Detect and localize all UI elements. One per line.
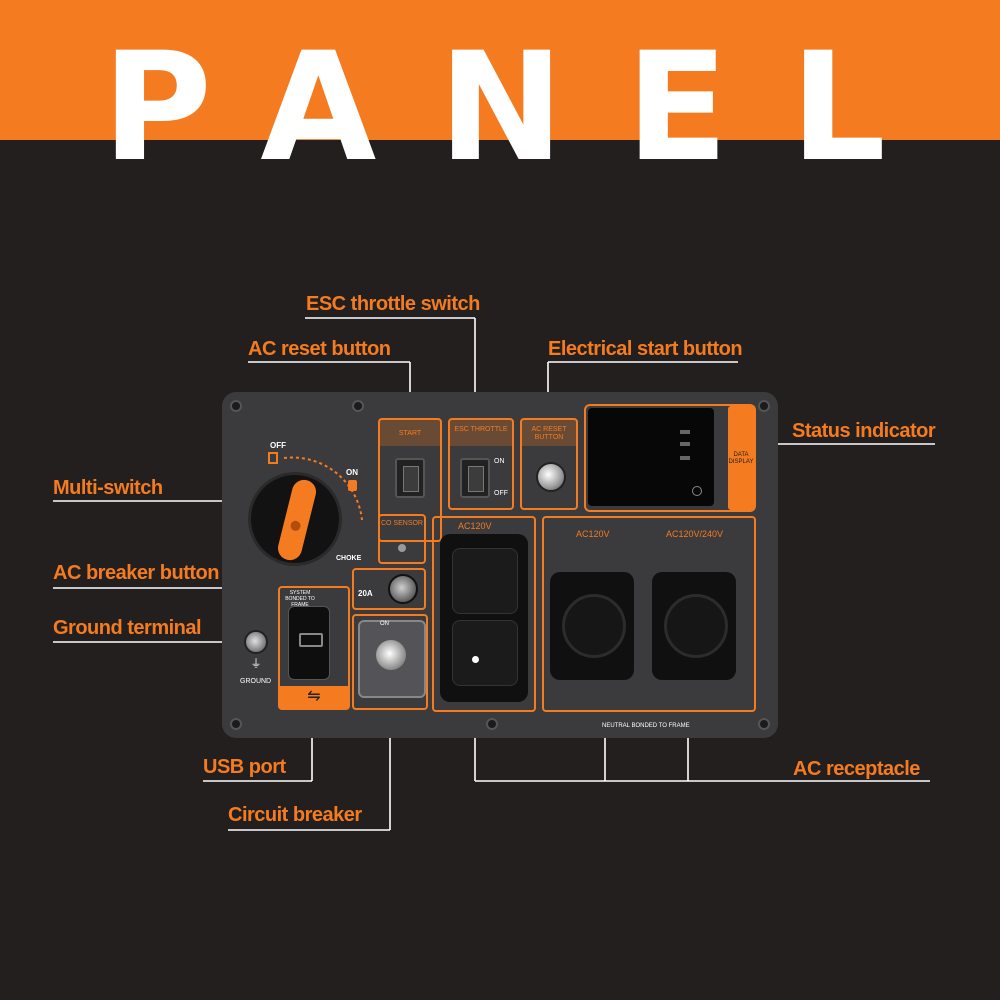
callout-status-indicator: Status indicator bbox=[792, 420, 936, 442]
esc-throttle-switch[interactable] bbox=[460, 458, 490, 498]
ac120v-label: AC120V bbox=[576, 529, 610, 539]
usb-port-box bbox=[278, 586, 350, 710]
screw bbox=[758, 400, 770, 412]
usb-icon: ⇋ bbox=[307, 688, 321, 705]
callout-ground-terminal: Ground terminal bbox=[53, 617, 202, 639]
callout-multi-switch: Multi-switch bbox=[53, 477, 163, 499]
screw bbox=[758, 718, 770, 730]
duplex-voltage-label: AC120V bbox=[458, 521, 492, 531]
breaker-on-label: ON bbox=[380, 621, 389, 627]
fuel-icon bbox=[268, 452, 278, 464]
co-sensor-label: CO SENSOR bbox=[380, 520, 423, 527]
screw bbox=[230, 400, 242, 412]
outlet-lower[interactable] bbox=[452, 620, 518, 686]
multi-switch-knob[interactable] bbox=[248, 472, 342, 566]
esc-off-label: OFF bbox=[494, 490, 508, 497]
esc-on-label: ON bbox=[494, 458, 505, 465]
screw bbox=[486, 718, 498, 730]
twist-lock-box bbox=[542, 516, 756, 712]
ac-reset-box bbox=[520, 418, 578, 510]
start-switch[interactable] bbox=[395, 458, 425, 498]
callout-circuit-breaker: Circuit breaker bbox=[228, 804, 362, 826]
breaker-amps-label: 20A bbox=[358, 589, 373, 598]
screw bbox=[352, 400, 364, 412]
usb-port[interactable] bbox=[288, 606, 330, 680]
start-label: START bbox=[398, 430, 422, 437]
ac-reset-label: AC RESET BUTTON bbox=[531, 426, 567, 441]
callout-usb-port: USB port bbox=[203, 756, 286, 778]
ac-reset-button[interactable] bbox=[536, 462, 566, 492]
status-indicator-frame bbox=[584, 404, 756, 512]
multi-switch-off-label: OFF bbox=[270, 441, 286, 450]
duplex-receptacle-box bbox=[432, 516, 536, 712]
ac-breaker-button[interactable] bbox=[388, 574, 418, 604]
data-display-label: DATA DISPLAY bbox=[728, 452, 754, 465]
co-sensor-light bbox=[398, 544, 406, 552]
ground-terminal[interactable] bbox=[244, 630, 268, 654]
page-title: PANEL bbox=[102, 21, 948, 195]
screw bbox=[230, 718, 242, 730]
usb-header-label: SYSTEM BONDED TO FRAME bbox=[285, 590, 315, 608]
start-switch-box bbox=[378, 418, 442, 542]
data-display-strip bbox=[728, 406, 754, 510]
receptacle-120-240v[interactable] bbox=[652, 572, 736, 680]
ground-symbol-icon: ⏚ bbox=[250, 658, 262, 670]
circuit-breaker[interactable] bbox=[358, 620, 426, 698]
esc-throttle-box bbox=[448, 418, 514, 510]
callout-ac-receptacle: AC receptacle bbox=[793, 758, 920, 780]
neutral-bonded-label: NEUTRAL BONDED TO FRAME bbox=[602, 723, 690, 729]
multi-switch-on-label: ON bbox=[346, 468, 358, 477]
callout-ac-reset-button: AC reset button bbox=[248, 338, 391, 360]
multi-switch-choke-label: CHOKE bbox=[336, 555, 362, 562]
twist-lock-icon bbox=[664, 594, 728, 658]
ac-breaker-box bbox=[352, 568, 426, 610]
title-banner bbox=[0, 0, 1000, 140]
duplex-receptacle-cover[interactable] bbox=[440, 534, 528, 702]
receptacle-120v[interactable] bbox=[550, 572, 634, 680]
data-display-screen bbox=[588, 408, 714, 506]
outlet-upper[interactable] bbox=[452, 548, 518, 614]
co-sensor-box bbox=[378, 514, 426, 564]
generator-control-panel: OFF ON CHOKE START ESC THROTTLE ON OFF A… bbox=[222, 392, 778, 738]
circuit-breaker-box bbox=[352, 614, 428, 710]
oil-icon bbox=[348, 480, 357, 491]
callout-esc-throttle-switch: ESC throttle switch bbox=[306, 293, 480, 315]
multi-switch-arc bbox=[283, 456, 363, 521]
ground-label: GROUND bbox=[240, 678, 272, 685]
ac120-240v-label: AC120V/240V bbox=[666, 529, 724, 539]
callout-electrical-start-button: Electrical start button bbox=[548, 338, 743, 360]
callout-ac-breaker-button: AC breaker button bbox=[53, 562, 219, 584]
esc-throttle-label: ESC THROTTLE bbox=[454, 426, 508, 433]
twist-lock-icon bbox=[562, 594, 626, 658]
